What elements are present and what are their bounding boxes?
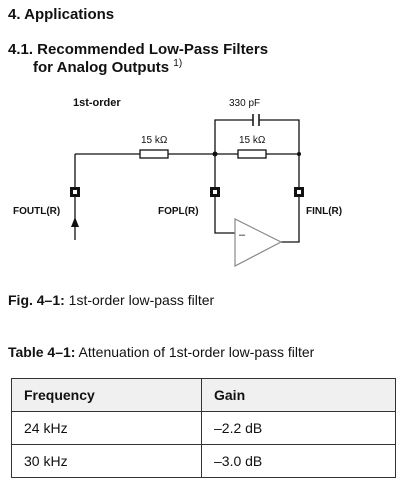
table-row: 24 kHz –2.2 dB	[11, 411, 396, 445]
wire-fopl-opamp	[214, 197, 235, 234]
resistor2-label: 15 kΩ	[239, 135, 266, 146]
table-caption: Table 4–1: Attenuation of 1st-order low-…	[8, 344, 314, 360]
order-label: 1st-order	[73, 97, 121, 109]
pin-foutl-icon	[70, 187, 80, 197]
wire-opamp-finl	[281, 197, 300, 243]
pin-fopl-icon	[210, 187, 220, 197]
section-heading: 4. Applications	[8, 6, 115, 23]
table-caption-text: Attenuation of 1st-order low-pass filter	[75, 344, 315, 360]
opamp-triangle	[234, 218, 283, 267]
resistor-1	[139, 149, 169, 159]
subsection-heading-text: for Analog Outputs	[33, 59, 170, 76]
junction-node-left	[212, 151, 218, 157]
subsection-heading-line1: 4.1. Recommended Low-Pass Filters	[8, 41, 269, 58]
cell-gain: –2.2 dB	[201, 411, 396, 445]
figure-caption-text: 1st-order low-pass filter	[64, 292, 215, 308]
wire-cap-right	[259, 119, 300, 154]
table-number: Table 4–1:	[8, 344, 76, 360]
figure-number: Fig. 4–1:	[8, 292, 65, 308]
circuit-diagram: – + 1st-order 330 pF 15 kΩ 15 kΩ FOUTL(R…	[13, 97, 342, 267]
opamp-minus-sign: –	[239, 229, 246, 241]
pin-finl-icon	[294, 187, 304, 197]
wire-cap-left	[214, 119, 253, 154]
junction-node-right	[297, 152, 301, 156]
cell-frequency: 24 kHz	[11, 411, 202, 445]
subsection-heading-line2: for Analog Outputs 1)	[33, 58, 183, 76]
opamp-plus-sign: +	[239, 252, 245, 263]
table-row: 30 kHz –3.0 dB	[11, 444, 396, 478]
cell-gain: –3.0 dB	[201, 444, 396, 478]
resistor1-label: 15 kΩ	[141, 135, 168, 146]
cell-frequency: 30 kHz	[11, 444, 202, 478]
pin-foutl-label: FOUTL(R)	[13, 206, 60, 217]
column-header-frequency: Frequency	[11, 378, 202, 412]
column-header-gain: Gain	[201, 378, 396, 412]
resistor-2	[237, 149, 267, 159]
pin-finl-label: FINL(R)	[306, 206, 342, 217]
table-header-row: Frequency Gain	[11, 378, 396, 412]
pin-fopl-label: FOPL(R)	[158, 206, 199, 217]
attenuation-table: Frequency Gain 24 kHz –2.2 dB 30 kHz –3.…	[11, 378, 396, 478]
figure-caption: Fig. 4–1: 1st-order low-pass filter	[8, 292, 214, 308]
capacitor-label: 330 pF	[229, 98, 260, 109]
arrow-up-icon	[71, 217, 79, 227]
footnote-ref: 1)	[173, 58, 183, 69]
